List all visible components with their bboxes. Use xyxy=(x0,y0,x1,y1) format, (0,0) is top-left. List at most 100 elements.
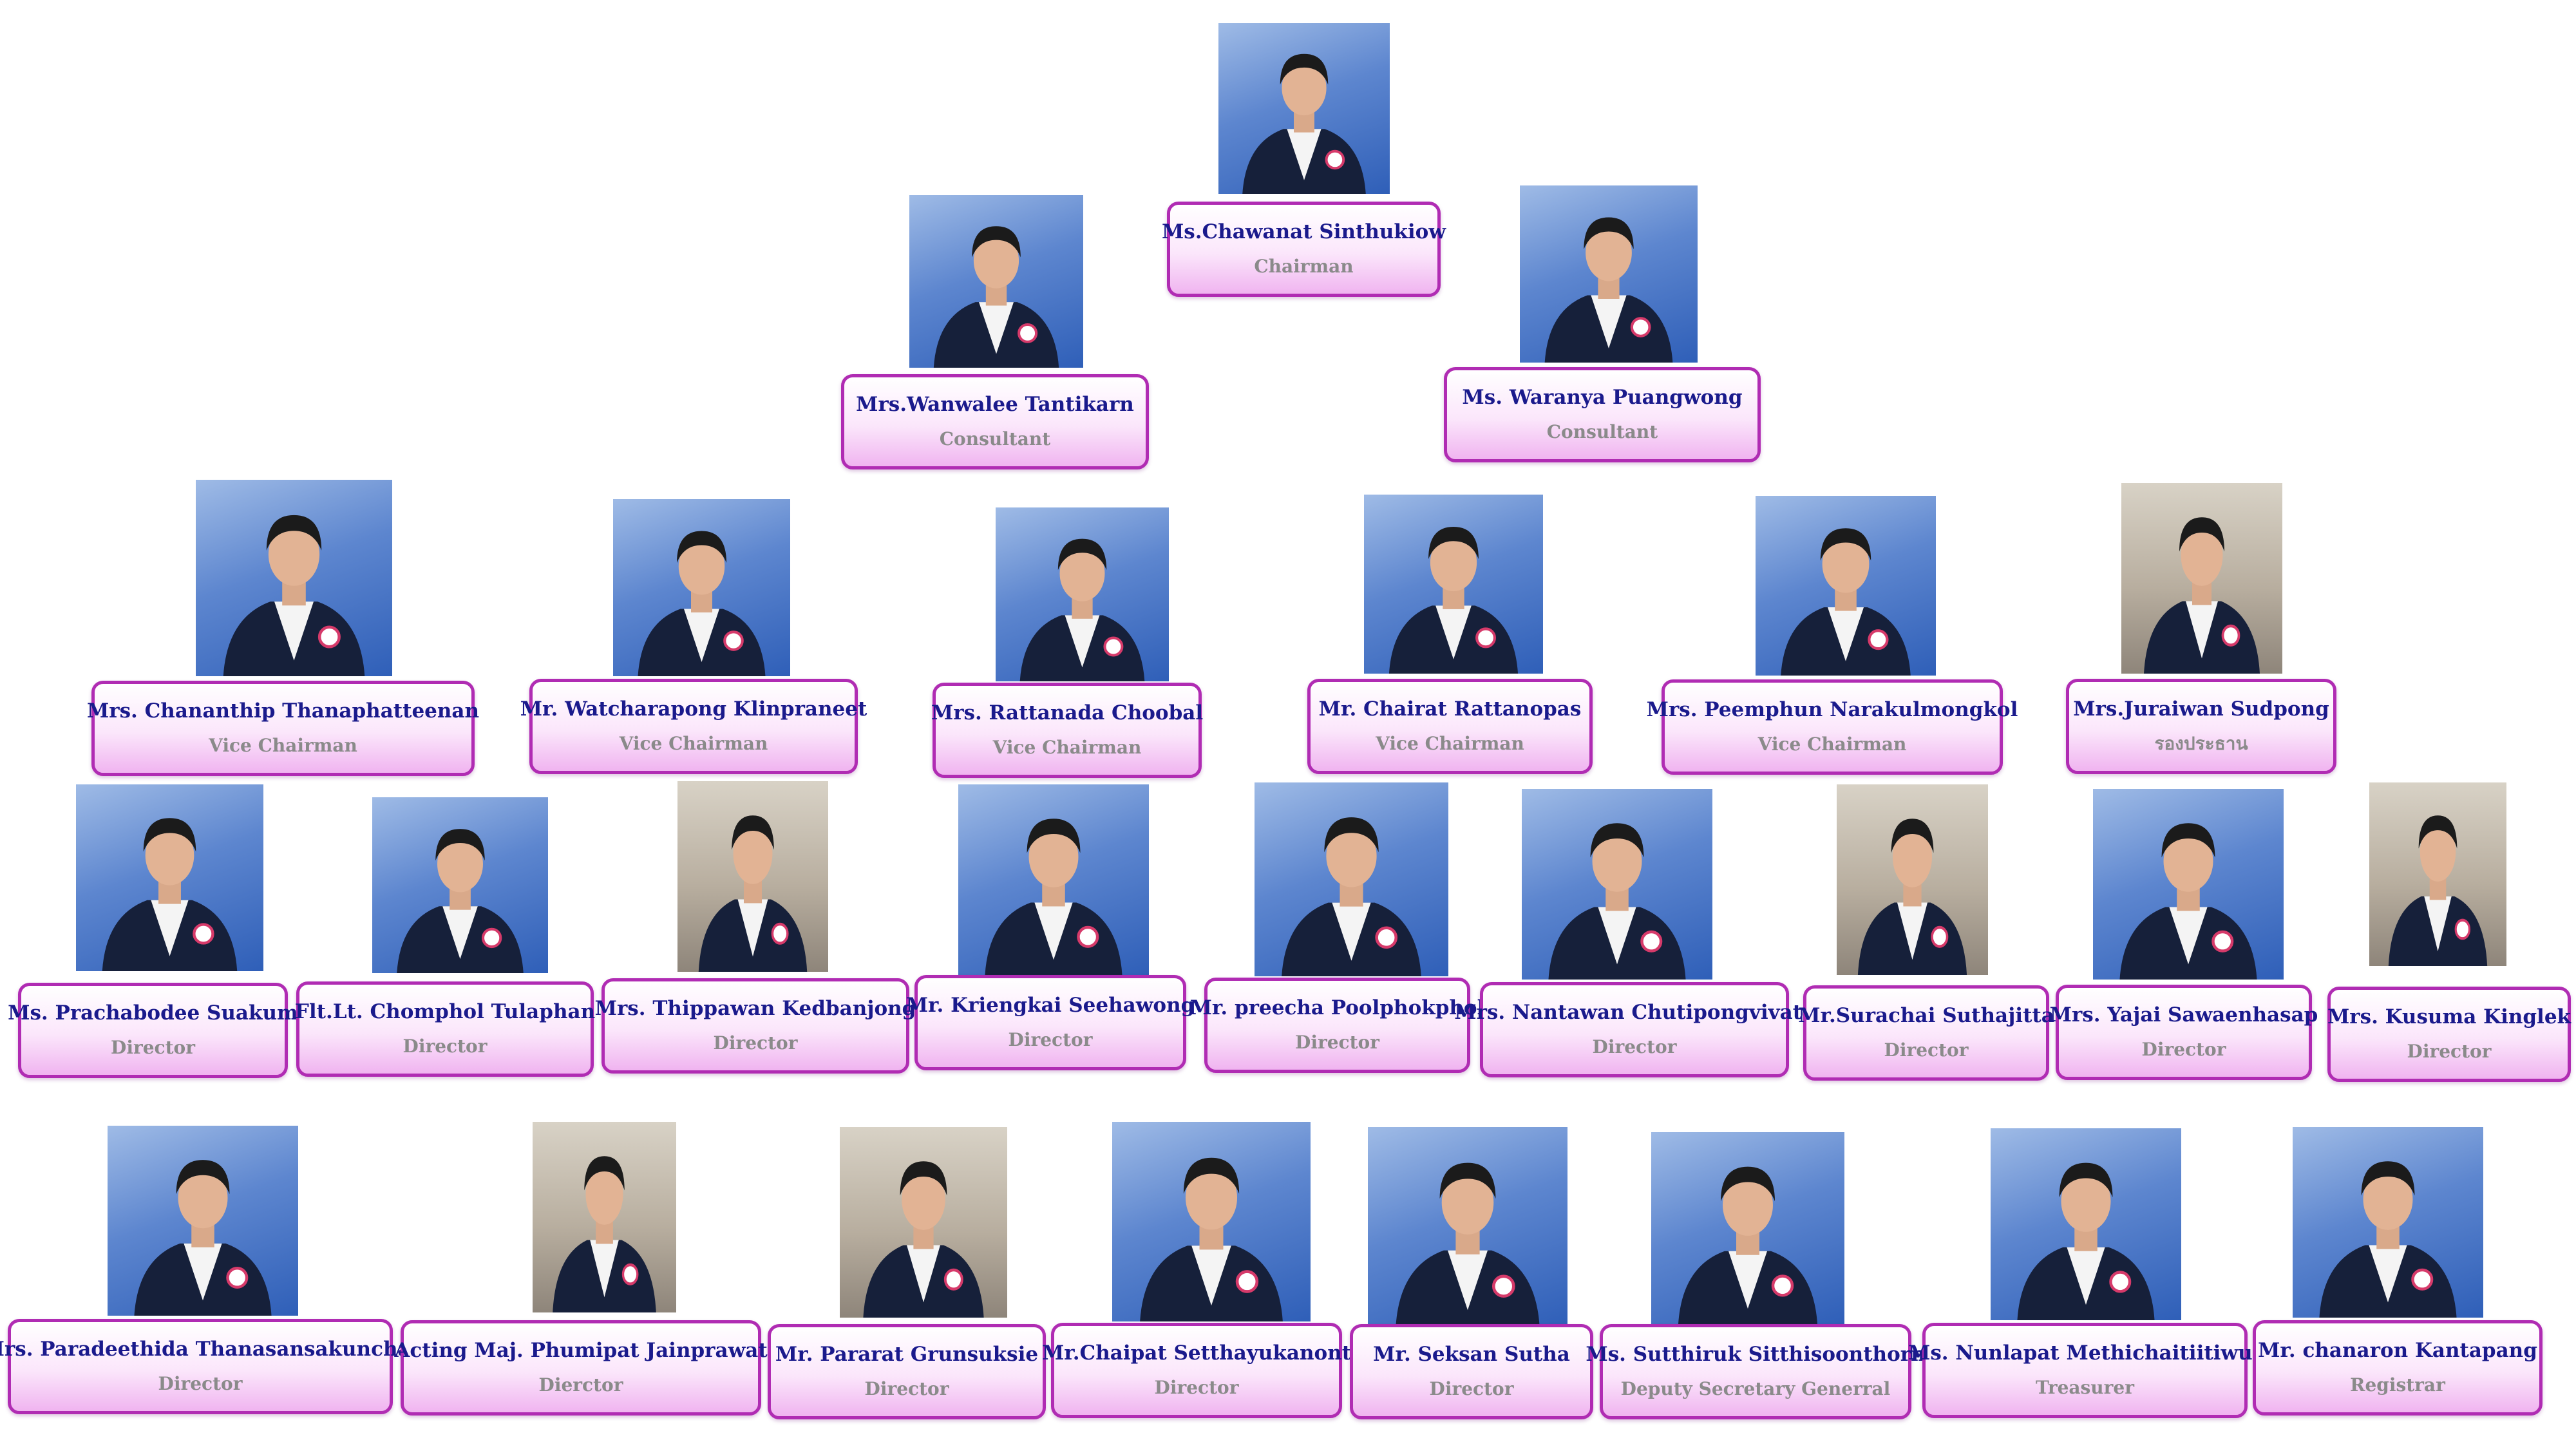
member-role: Director xyxy=(1592,1036,1677,1057)
name-card: Mr.Chaipat Setthayukanont Director xyxy=(1042,1323,1351,1418)
name-card: Mr. Watcharapong Klinpraneet Vice Chairm… xyxy=(520,679,867,774)
person-silhouette-icon xyxy=(2017,1162,2155,1320)
person-silhouette-icon xyxy=(223,515,365,676)
member-role: Director xyxy=(864,1378,949,1399)
person-silhouette-icon xyxy=(2319,1161,2457,1318)
member-role: Consultant xyxy=(1546,421,1658,442)
name-card: Ms. Prachabodee Suakum Director xyxy=(8,983,298,1078)
name-card: Mr. Kriengkai Seehawong Director xyxy=(906,975,1195,1070)
person-silhouette-icon xyxy=(985,819,1122,975)
member-name: Ms. Waranya Puangwong xyxy=(1462,386,1743,409)
member-name: Mr. Seksan Sutha xyxy=(1373,1343,1570,1366)
member-role: Vice Chairman xyxy=(209,735,357,756)
name-card: Mr. chanaron Kantapang Registrar xyxy=(2253,1320,2543,1416)
portrait-photo xyxy=(840,1127,1007,1318)
person-silhouette-icon xyxy=(863,1161,984,1318)
person-silhouette-icon xyxy=(134,1160,272,1316)
name-card: Mrs. Rattanada Choobal Vice Chairman xyxy=(931,683,1204,778)
portrait-photo xyxy=(1837,784,1988,975)
name-card: Mrs. Kusuma Kinglek Director xyxy=(2327,987,2571,1082)
portrait-photo xyxy=(372,797,548,973)
member-name: Mr. chanaron Kantapang xyxy=(2258,1339,2537,1362)
member-role: Director xyxy=(158,1373,243,1394)
name-card: Ms. Nunlapat Methichaitiitiwut Treasurer xyxy=(1908,1323,2262,1418)
person-silhouette-icon xyxy=(2144,517,2260,674)
member-role: Director xyxy=(1008,1029,1093,1050)
portrait-photo xyxy=(1218,23,1390,194)
member-role: Director xyxy=(1295,1032,1379,1053)
portrait-photo xyxy=(909,195,1083,368)
member-name: Ms.Chawanat Sinthukiow xyxy=(1161,220,1446,243)
member-name: Mrs. Yajai Sawaenhasap xyxy=(2049,1003,2318,1027)
person-silhouette-icon xyxy=(1282,817,1421,976)
person-silhouette-icon xyxy=(933,226,1059,368)
member-role: Vice Chairman xyxy=(1757,734,1907,755)
portrait-photo xyxy=(1255,782,1448,976)
member-name: Ms. Sutthiruk Sitthisoonthorn xyxy=(1586,1343,1926,1366)
member-name: Mrs.Wanwalee Tantikarn xyxy=(856,393,1134,416)
name-card: Mrs. Thippawan Kedbanjong Director xyxy=(595,978,916,1074)
portrait-photo xyxy=(2369,782,2506,966)
person-silhouette-icon xyxy=(1781,528,1911,676)
portrait-photo xyxy=(108,1126,298,1316)
name-card: Mrs. Paradeethida Thanasansakunchai Dire… xyxy=(0,1319,418,1414)
member-role: รองประธาน xyxy=(2154,733,2248,754)
name-card: Mrs.Juraiwan Sudpong รองประธาน xyxy=(2066,679,2336,774)
member-name: Mrs. Peemphun Narakulmongkol xyxy=(1646,698,2018,721)
member-name: Mrs. Kusuma Kinglek xyxy=(2327,1005,2571,1028)
name-card: Mrs. Yajai Sawaenhasap Director xyxy=(2050,985,2318,1080)
person-silhouette-icon xyxy=(553,1156,656,1312)
member-role: Vice Chairman xyxy=(1376,733,1524,754)
member-name: Mr.Surachai Suthajitta xyxy=(1798,1004,2054,1027)
member-name: Mrs. Chananthip Thanaphatteenan xyxy=(86,699,480,723)
portrait-photo xyxy=(2121,483,2282,674)
member-role: Dierctor xyxy=(538,1374,623,1396)
portrait-photo xyxy=(533,1122,676,1312)
portrait-photo xyxy=(1112,1122,1311,1321)
portrait-photo xyxy=(2293,1127,2483,1318)
person-silhouette-icon xyxy=(1544,217,1673,363)
person-silhouette-icon xyxy=(1396,1162,1540,1326)
member-name: Mr. Watcharapong Klinpraneet xyxy=(520,697,867,721)
member-role: Director xyxy=(713,1032,798,1054)
name-card: Ms. Sutthiruk Sitthisoonthorn Deputy Sec… xyxy=(1586,1324,1926,1419)
member-role: Treasurer xyxy=(2036,1377,2134,1398)
portrait-photo xyxy=(76,784,263,971)
portrait-photo xyxy=(1991,1128,2181,1320)
portrait-photo xyxy=(1522,789,1712,980)
name-card: Mrs. Nantawan Chutipongvivate Director xyxy=(1454,982,1815,1077)
member-name: Mr. Chairat Rattanopas xyxy=(1318,697,1582,721)
name-card: Flt.Lt. Chomphol Tulaphan Director xyxy=(295,981,595,1077)
name-card: Acting Maj. Phumipat Jainprawat Dierctor xyxy=(394,1320,768,1416)
name-card: Mr. Chairat Rattanopas Vice Chairman xyxy=(1307,679,1593,774)
member-name: Ms. Prachabodee Suakum xyxy=(8,1001,298,1025)
portrait-photo xyxy=(1520,185,1698,363)
member-name: Mr.Chaipat Setthayukanont xyxy=(1041,1341,1352,1365)
member-name: Mrs. Paradeethida Thanasansakunchai xyxy=(0,1338,419,1361)
portrait-photo xyxy=(1756,496,1936,676)
name-card: Mr. Seksan Sutha Director xyxy=(1350,1324,1593,1419)
person-silhouette-icon xyxy=(1019,538,1145,681)
name-card: Mrs. Peemphun Narakulmongkol Vice Chairm… xyxy=(1647,679,2018,775)
member-role: Director xyxy=(402,1036,488,1057)
member-name: Mrs.Juraiwan Sudpong xyxy=(2073,697,2329,721)
name-card: Ms.Chawanat Sinthukiow Chairman xyxy=(1162,202,1446,297)
person-silhouette-icon xyxy=(1857,819,1967,975)
portrait-photo xyxy=(196,480,392,676)
member-role: Director xyxy=(2141,1039,2226,1060)
name-card: Mrs. Chananthip Thanaphatteenan Vice Cha… xyxy=(87,681,479,776)
member-role: Director xyxy=(2407,1041,2492,1062)
person-silhouette-icon xyxy=(1678,1166,1817,1324)
name-card: Mr. Pararat Grunsuksie Director xyxy=(768,1324,1046,1419)
member-role: Vice Chairman xyxy=(619,733,768,754)
person-silhouette-icon xyxy=(1548,823,1686,980)
portrait-photo xyxy=(1364,495,1543,674)
member-name: Mr. preecha Poolphokphol xyxy=(1189,996,1485,1019)
member-name: Mrs. Rattanada Choobal xyxy=(931,701,1204,724)
person-silhouette-icon xyxy=(102,818,238,971)
member-role: Chairman xyxy=(1254,256,1354,277)
member-name: Mr. Pararat Grunsuksie xyxy=(775,1343,1039,1366)
person-silhouette-icon xyxy=(1242,53,1366,194)
portrait-photo xyxy=(958,784,1149,975)
person-silhouette-icon xyxy=(698,815,808,972)
